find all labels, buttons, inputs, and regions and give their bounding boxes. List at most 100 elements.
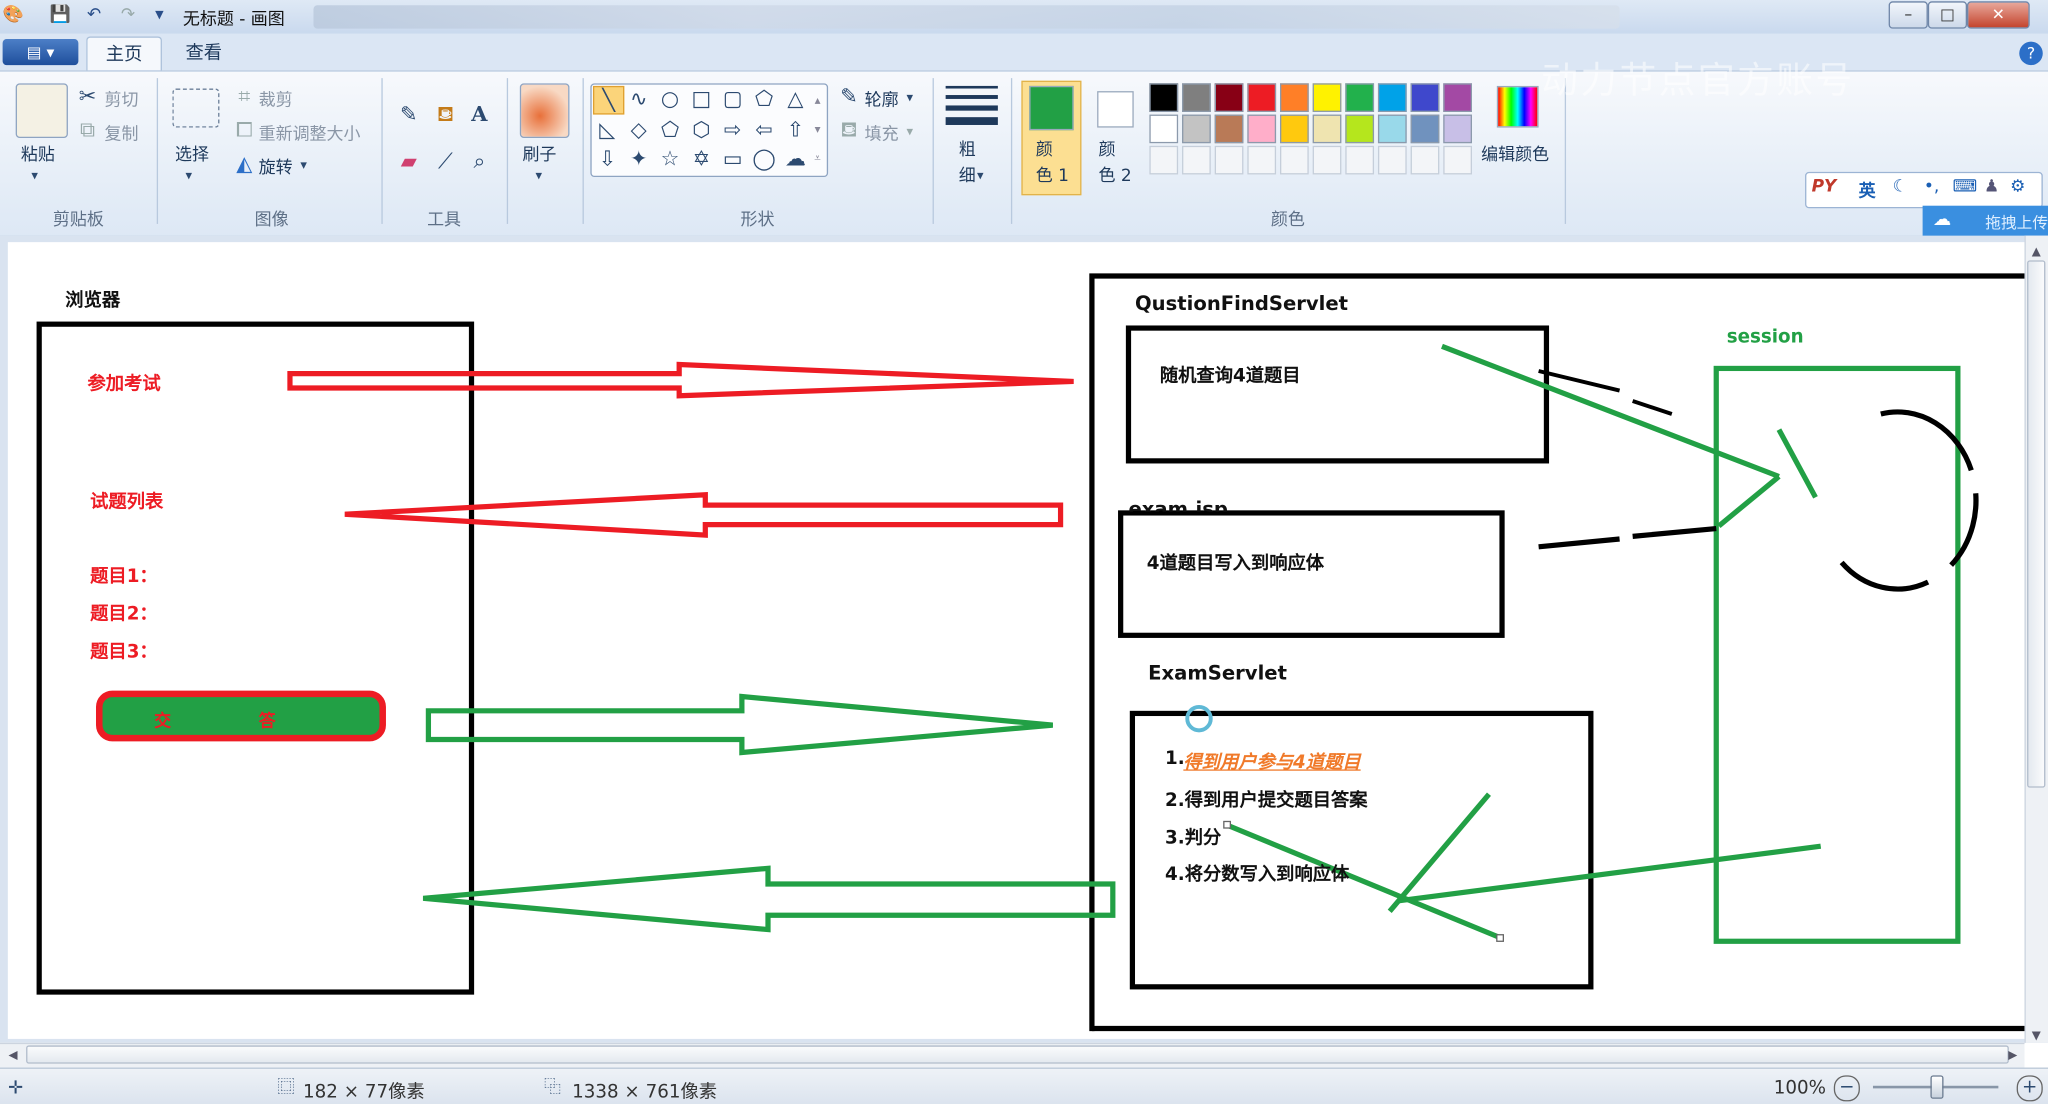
outline-button[interactable]: 轮廓 bbox=[864, 91, 899, 111]
ime-user-icon[interactable]: ♟ bbox=[1983, 177, 2000, 197]
palette-empty-slot[interactable] bbox=[1312, 145, 1342, 175]
palette-color-swatch[interactable] bbox=[1182, 83, 1211, 112]
palette-color-swatch[interactable] bbox=[1214, 83, 1244, 112]
tab-view[interactable]: 查看 bbox=[185, 42, 223, 64]
size-button[interactable]: 粗 细 bbox=[958, 140, 976, 187]
oval-shape-icon[interactable]: ○ bbox=[660, 85, 680, 111]
zoom-in-button[interactable]: + bbox=[2016, 1075, 2043, 1102]
palette-color-swatch[interactable] bbox=[1312, 114, 1342, 144]
zoom-out-button[interactable]: − bbox=[1833, 1075, 1860, 1102]
color-picker-icon[interactable]: ⟋ bbox=[438, 148, 453, 174]
palette-empty-slot[interactable] bbox=[1345, 145, 1375, 175]
color2-label[interactable]: 颜 色 2 bbox=[1098, 140, 1132, 187]
copy-button[interactable]: 复制 bbox=[104, 124, 139, 145]
crop-button[interactable]: 裁剪 bbox=[258, 91, 293, 111]
left-arrow-shape-icon[interactable]: ⇦ bbox=[755, 117, 773, 142]
scroll-down-icon[interactable]: ▼ bbox=[2031, 1029, 2041, 1043]
rect-callout-icon[interactable]: ▭ bbox=[722, 145, 743, 171]
triangle-shape-icon[interactable]: △ bbox=[787, 85, 804, 111]
palette-empty-slot[interactable] bbox=[1214, 145, 1244, 175]
polygon-shape-icon[interactable]: ⬠ bbox=[754, 85, 774, 111]
resize-button[interactable]: 重新调整大小 bbox=[258, 124, 361, 145]
scroll-up-icon[interactable]: ▲ bbox=[2031, 246, 2041, 260]
rotate-button[interactable]: 旋转 bbox=[258, 158, 293, 179]
file-menu-button[interactable]: ▤ ▾ bbox=[2, 39, 79, 66]
fill-bucket-icon[interactable]: ⛾ bbox=[436, 101, 454, 127]
paste-button[interactable]: 粘贴 bbox=[20, 145, 55, 166]
close-button[interactable]: ✕ bbox=[1967, 1, 2030, 29]
palette-color-swatch[interactable] bbox=[1149, 83, 1179, 112]
text-tool-icon[interactable]: A bbox=[471, 101, 488, 127]
palette-empty-slot[interactable] bbox=[1279, 145, 1309, 175]
maximize-button[interactable]: □ bbox=[1927, 1, 1968, 29]
select-dropdown-icon[interactable]: ▾ bbox=[185, 169, 193, 184]
paste-icon[interactable] bbox=[15, 83, 68, 139]
palette-color-swatch[interactable] bbox=[1279, 83, 1309, 112]
palette-color-swatch[interactable] bbox=[1247, 83, 1277, 112]
rounded-rect-shape-icon[interactable]: ▢ bbox=[722, 85, 743, 111]
shapes-more-icon[interactable]: ⩡ bbox=[814, 152, 821, 166]
cloud-upload-bar[interactable]: ☁ 拖拽上传 bbox=[1922, 205, 2048, 237]
paste-dropdown-icon[interactable]: ▾ bbox=[31, 169, 38, 184]
down-arrow-shape-icon[interactable]: ⇩ bbox=[598, 145, 617, 171]
select-icon[interactable] bbox=[172, 88, 220, 128]
rotate-dropdown-icon[interactable]: ▾ bbox=[300, 158, 307, 174]
horizontal-scroll-thumb[interactable] bbox=[26, 1045, 2009, 1064]
right-arrow-shape-icon[interactable]: ⇨ bbox=[723, 117, 742, 142]
five-point-star-icon[interactable]: ☆ bbox=[660, 145, 680, 171]
magnifier-icon[interactable]: ⌕ bbox=[473, 148, 486, 174]
right-triangle-shape-icon[interactable]: ◺ bbox=[599, 117, 616, 142]
scroll-left-icon[interactable]: ◀ bbox=[8, 1049, 18, 1063]
palette-color-swatch[interactable] bbox=[1345, 114, 1375, 144]
four-point-star-icon[interactable]: ✦ bbox=[629, 145, 648, 171]
select-button[interactable]: 选择 bbox=[175, 145, 209, 166]
redo-icon[interactable]: ↷ bbox=[120, 5, 136, 25]
edit-colors-button[interactable]: 编辑颜色 bbox=[1481, 145, 1550, 166]
color2-swatch[interactable] bbox=[1097, 91, 1134, 128]
quick-access-dropdown-icon[interactable]: ▾ bbox=[155, 5, 164, 25]
scroll-right-icon[interactable]: ▶ bbox=[2008, 1049, 2018, 1063]
fill-button[interactable]: 填充 bbox=[864, 124, 899, 145]
line-size-icon[interactable] bbox=[945, 83, 998, 130]
palette-color-swatch[interactable] bbox=[1247, 114, 1277, 144]
cut-button[interactable]: 剪切 bbox=[104, 91, 139, 111]
palette-color-swatch[interactable] bbox=[1443, 114, 1472, 144]
palette-empty-slot[interactable] bbox=[1247, 145, 1277, 175]
brush-icon[interactable] bbox=[519, 83, 570, 139]
line-shape-icon[interactable]: ╲ bbox=[592, 85, 625, 115]
palette-color-swatch[interactable] bbox=[1279, 114, 1309, 144]
undo-icon[interactable]: ↶ bbox=[86, 5, 102, 25]
palette-empty-slot[interactable] bbox=[1149, 145, 1179, 175]
palette-empty-slot[interactable] bbox=[1377, 145, 1407, 175]
palette-color-swatch[interactable] bbox=[1312, 83, 1342, 112]
cloud-callout-icon[interactable]: ☁ bbox=[784, 145, 806, 171]
fill-dropdown-icon[interactable]: ▾ bbox=[906, 124, 914, 140]
shapes-scroll-up-icon[interactable]: ▴ bbox=[814, 95, 821, 109]
up-arrow-shape-icon[interactable]: ⇧ bbox=[786, 117, 805, 142]
ime-keyboard-icon[interactable]: ⌨ bbox=[1952, 177, 1978, 197]
palette-color-swatch[interactable] bbox=[1149, 114, 1179, 144]
hexagon-shape-icon[interactable]: ⬡ bbox=[692, 117, 711, 142]
pentagon-shape-icon[interactable]: ⬠ bbox=[660, 117, 680, 142]
outline-dropdown-icon[interactable]: ▾ bbox=[906, 91, 914, 106]
save-icon[interactable]: 💾 bbox=[49, 5, 71, 25]
shapes-scroll-down-icon[interactable]: ▾ bbox=[814, 123, 821, 137]
size-dropdown-icon[interactable]: ▾ bbox=[976, 169, 984, 184]
palette-color-swatch[interactable] bbox=[1377, 114, 1407, 144]
palette-color-swatch[interactable] bbox=[1377, 83, 1407, 112]
help-icon[interactable]: ? bbox=[2019, 41, 2043, 66]
brushes-button[interactable]: 刷子 bbox=[522, 145, 557, 166]
palette-color-swatch[interactable] bbox=[1410, 83, 1440, 112]
palette-color-swatch[interactable] bbox=[1443, 83, 1472, 112]
minimize-button[interactable]: – bbox=[1888, 1, 1928, 29]
palette-empty-slot[interactable] bbox=[1182, 145, 1211, 175]
palette-color-swatch[interactable] bbox=[1214, 114, 1244, 144]
diamond-shape-icon[interactable]: ◇ bbox=[630, 117, 647, 142]
ime-settings-icon[interactable]: ⚙ bbox=[2010, 177, 2026, 197]
tab-home[interactable]: 主页 bbox=[86, 36, 162, 72]
oval-callout-icon[interactable]: ◯ bbox=[752, 145, 776, 171]
brushes-dropdown-icon[interactable]: ▾ bbox=[535, 169, 543, 184]
curve-shape-icon[interactable]: ∿ bbox=[629, 85, 648, 111]
palette-color-swatch[interactable] bbox=[1410, 114, 1440, 144]
vertical-scroll-thumb[interactable] bbox=[2027, 260, 2046, 788]
